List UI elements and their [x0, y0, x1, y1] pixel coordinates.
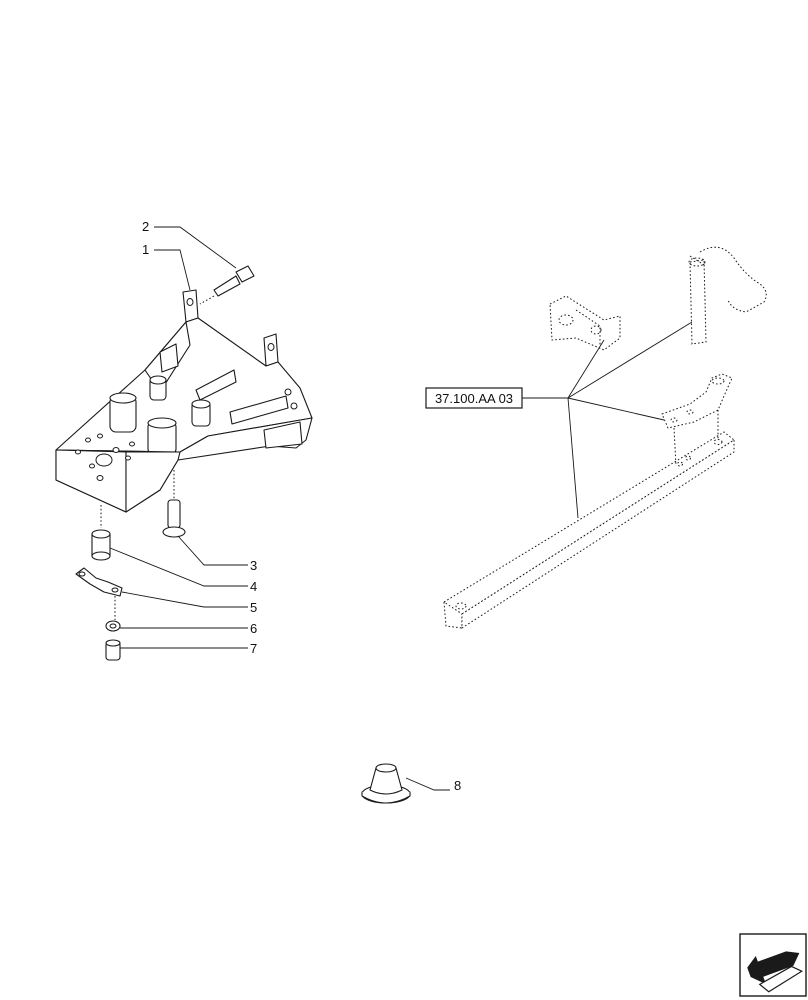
washer-item-6	[105, 620, 121, 632]
drawbar-support-bracket	[55, 289, 313, 513]
strap-item-5	[75, 567, 123, 620]
reference-leader-lines	[522, 321, 693, 519]
pin-item-4	[91, 505, 111, 561]
screw-item-7	[105, 639, 121, 661]
bolt-item-2	[199, 265, 255, 305]
callout-5: 5	[250, 600, 257, 615]
bolt-item-3	[162, 470, 186, 538]
bumper-item-8	[361, 763, 450, 804]
next-page-arrow-icon[interactable]	[739, 933, 807, 997]
callout-4: 4	[250, 579, 257, 594]
callout-8: 8	[454, 778, 461, 793]
drawbar-assembly	[443, 246, 767, 629]
reference-label: 37.100.AA 03	[435, 391, 513, 406]
left-leader-lines	[109, 226, 248, 649]
reference-box[interactable]: 37.100.AA 03	[425, 387, 523, 409]
callout-1: 1	[142, 242, 149, 257]
callout-2: 2	[142, 219, 149, 234]
callout-6: 6	[250, 621, 257, 636]
callout-7: 7	[250, 641, 257, 656]
callout-numbers: 2 1 3 4 5 6 7 8	[142, 219, 461, 793]
callout-3: 3	[250, 558, 257, 573]
